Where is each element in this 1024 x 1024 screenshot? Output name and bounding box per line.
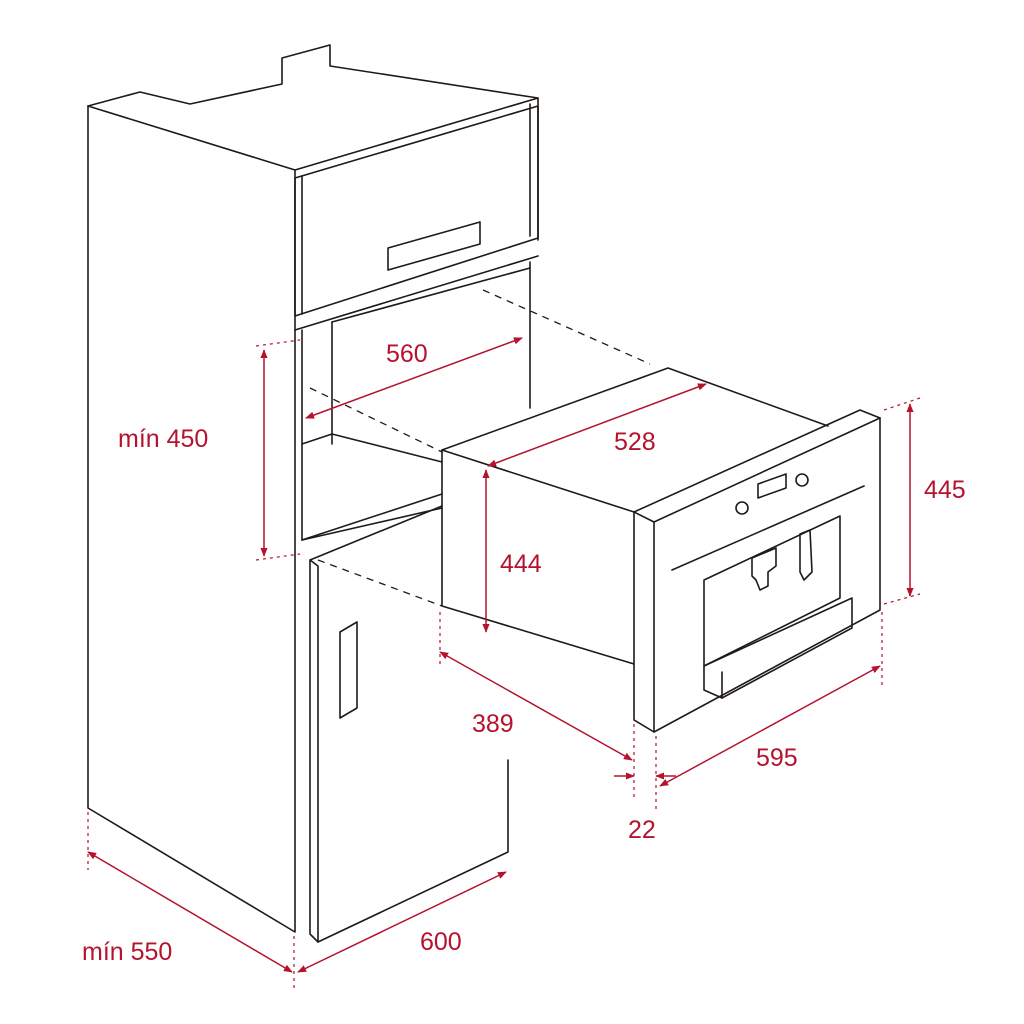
label-niche-min-height: mín 450 (118, 425, 208, 453)
upper-door-handle (387, 221, 481, 271)
tall-cabinet (87, 44, 539, 933)
dimension-lines (87, 337, 921, 992)
label-cabinet-min-depth: mín 550 (82, 938, 172, 966)
label-niche-width: 560 (386, 340, 428, 368)
label-front-width: 595 (756, 744, 798, 772)
lower-door-handle (339, 621, 358, 719)
guide-lines (309, 289, 651, 607)
label-front-height: 445 (924, 476, 966, 504)
label-body-height: 444 (500, 550, 542, 578)
label-body-depth: 389 (472, 710, 514, 738)
steam-nozzle (799, 529, 813, 581)
control-knob-left (735, 501, 749, 515)
dimension-labels: mín 450 560 528 444 445 389 595 22 mín 5… (82, 340, 966, 966)
label-cabinet-width: 600 (420, 928, 462, 956)
label-front-thickness: 22 (628, 816, 656, 844)
upper-door (294, 105, 539, 317)
display-window (757, 473, 787, 499)
niche-opening (294, 255, 539, 541)
control-knob-right (795, 473, 809, 487)
coffee-spout (751, 547, 777, 591)
label-body-width: 528 (614, 428, 656, 456)
